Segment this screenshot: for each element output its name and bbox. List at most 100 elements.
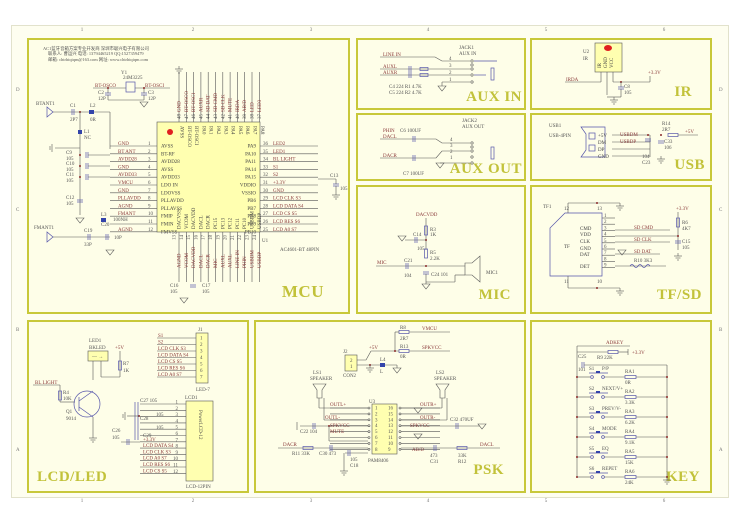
jack1-name: AUX IN — [459, 52, 477, 57]
l4-value: L — [380, 370, 383, 375]
mcu-top-net: GND — [178, 101, 183, 112]
mcu-left-pin-number: 6 — [148, 181, 151, 186]
u3-right-pin-number: 13 — [388, 424, 394, 429]
c3-ref: C3 — [148, 91, 154, 96]
tf-supply: +3.3V — [676, 207, 689, 212]
junction-dot — [660, 134, 662, 136]
mcu-left-net: PLLAVDD — [118, 197, 141, 202]
analog-ground-icon — [421, 283, 431, 290]
tf-pin-number: 6 — [604, 245, 607, 250]
lcd-pin-number: 5 — [176, 426, 179, 431]
resistor-ra5 — [624, 455, 637, 459]
mcu-left-net: AVDD28 — [118, 158, 137, 163]
header-note-line3: 邮箱: chtrhiqiqm@163.com 网址: www.chtrhiqiq… — [48, 56, 149, 63]
l2-ref: L2 — [90, 104, 96, 109]
mcu-bottom-net: LINE IN — [236, 250, 241, 268]
mcu-top-pin-number: 40 — [236, 114, 241, 120]
mcu-bottom-pin-number: 22 — [238, 235, 243, 241]
zone-column-label: 5 — [544, 28, 548, 33]
mcu-bottom-pin-number: 16 — [194, 235, 199, 241]
c17-value: 105 — [202, 290, 210, 295]
ir-pin-name: VCC — [610, 57, 615, 68]
inductor-l4-icon — [380, 363, 385, 367]
analog-ground-icon — [437, 85, 447, 92]
resistor-r11 — [302, 446, 314, 450]
tf-pin-name: CLK — [580, 240, 590, 245]
junction-dot — [576, 416, 578, 418]
cap-value: 105 — [66, 157, 74, 162]
net-irda: IRDA — [566, 78, 579, 83]
mcu-top-pin-number: 47 — [185, 114, 190, 120]
resistor-r4 — [58, 390, 62, 401]
wire — [78, 390, 94, 402]
pin-contact — [367, 442, 371, 445]
mcu-top-net: LED3 — [258, 99, 263, 112]
c1-value: 2P7 — [70, 118, 78, 123]
cap-ref: C11 — [66, 173, 75, 178]
lcd1-ref: LCD1 — [185, 396, 198, 401]
c7-label: C7 100UF — [403, 172, 424, 177]
pin-contact — [367, 418, 371, 422]
c2-ref: C2 — [98, 91, 104, 96]
panel-title-aux-in: AUX IN — [466, 89, 522, 105]
pin-contact — [398, 418, 402, 422]
mcu-bottom-pin-name: PC10 — [243, 217, 248, 229]
mcu-right-pin-name: VDDIO — [240, 184, 256, 189]
net-dacr: DACR — [383, 154, 398, 159]
mcu-top-net: SD CMD — [214, 93, 219, 112]
junction-dot — [576, 396, 578, 398]
lcd-pin-number: 9 — [176, 451, 179, 456]
mcu-right-net: LCD CS S5 — [273, 212, 297, 217]
zone-row-label: D — [719, 88, 723, 93]
panel-title-mic: MIC — [478, 287, 511, 303]
mcu-left-pin-number: 11 — [148, 220, 153, 225]
r13-value: 0R — [400, 355, 407, 360]
resistor-ra6 — [624, 475, 637, 479]
mcu-bottom-pin-number: 19 — [216, 235, 221, 241]
tf-pin-number: 1 — [604, 214, 607, 219]
usb-ref: USB1 — [549, 124, 562, 129]
pin-contact — [367, 424, 371, 428]
net-dacl: DACL — [383, 135, 397, 140]
lcd1-name: LCD-12PIN — [186, 485, 211, 490]
pin-contact — [367, 430, 371, 433]
mcu-left-net: AVDD33 — [118, 173, 137, 178]
c29-label: C29 — [143, 434, 152, 439]
mcu-left-pin-name: AVSS — [161, 145, 173, 150]
mcu-bottom-pin-number: 13 — [173, 235, 178, 241]
mcu-right-pin-name: PA10 — [245, 152, 256, 157]
panel-key: KEY — [530, 320, 712, 493]
mcu-right-pin-number: 33 — [263, 165, 269, 170]
r14-value: 2R7 — [662, 128, 671, 133]
jack1-pin-number: 4 — [449, 57, 452, 62]
pin-contact — [398, 436, 402, 439]
lcd-net: LCD RES S6 — [143, 463, 170, 468]
ir-ref: U2 — [583, 50, 590, 55]
mcu-top-net: BT-OSCO — [185, 91, 190, 112]
j1-pin-number: 6 — [200, 369, 203, 374]
mcu-left-net: FMANT — [118, 212, 136, 217]
antenna-icon — [46, 106, 54, 118]
junction-dot — [576, 456, 578, 458]
lcd-pin-number: 6 — [176, 432, 179, 437]
c24-label: C24 101 — [431, 273, 449, 278]
ir-name: IR — [583, 57, 589, 62]
mcu-top-pin-name: PA6 — [244, 126, 249, 135]
r4-ref: R4 — [63, 391, 69, 396]
lcd-body-label: PowerLCD-12 — [197, 410, 202, 440]
crystal-icon — [125, 81, 136, 93]
mcu-right-pin-number: 27 — [263, 212, 269, 217]
c13-value: 105 — [340, 187, 348, 192]
aux-in-parts-line1: C4 224 R1 4.7K — [389, 85, 422, 90]
mcu-top-pin-name: BT-OSCO — [186, 126, 191, 147]
jack-contact-icon — [470, 63, 474, 67]
mcu-right-net: LCD DATA S4 — [273, 204, 304, 209]
mcu-right-net: +3.3V — [273, 181, 286, 186]
tf-card-socket — [549, 212, 603, 277]
push-button-icon — [596, 451, 600, 453]
switch-label: EQ — [602, 447, 609, 452]
mcu-left-pin-number: 10 — [148, 212, 154, 217]
c21-value: 104 — [404, 274, 412, 279]
usb-pad — [588, 132, 596, 140]
mcu-bottom-pin-name: PC12 — [229, 217, 234, 229]
